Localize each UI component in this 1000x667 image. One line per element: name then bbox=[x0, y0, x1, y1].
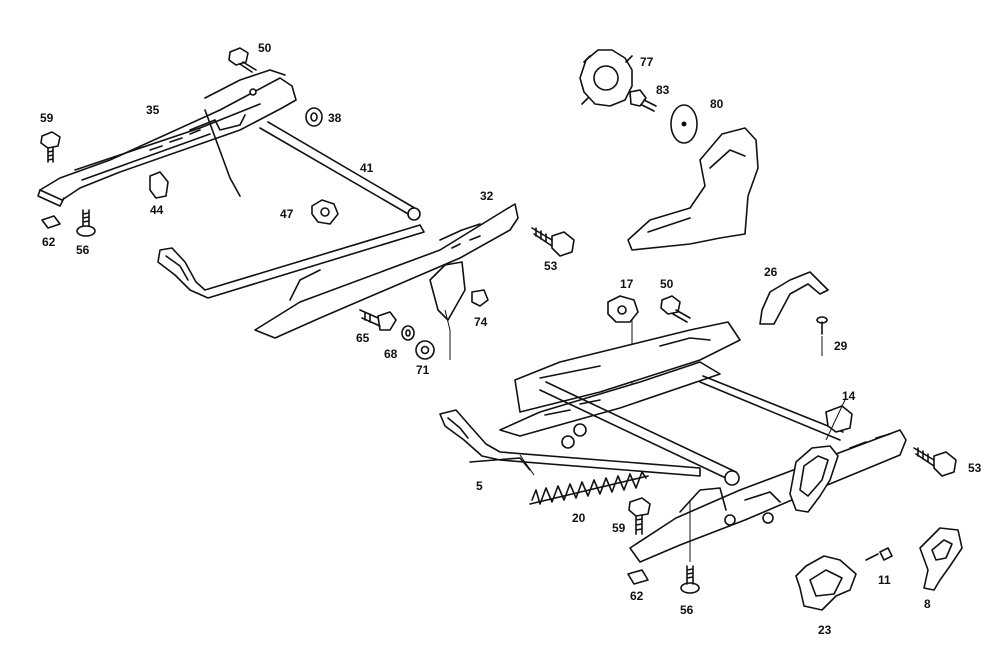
cam-part-17 bbox=[607, 295, 639, 323]
callout-65: 65 bbox=[356, 331, 370, 345]
callout-62: 62 bbox=[42, 235, 56, 249]
bolt-59-right bbox=[628, 497, 651, 535]
lever-knob-8 bbox=[919, 527, 963, 591]
callout-23: 23 bbox=[818, 623, 832, 637]
front-handle-bar bbox=[157, 109, 425, 299]
bolt-65 bbox=[359, 309, 397, 331]
callout-50-right: 50 bbox=[660, 277, 674, 291]
lock-washer-68 bbox=[401, 325, 415, 341]
crossbar-41 bbox=[259, 121, 421, 221]
nut-38 bbox=[305, 107, 323, 127]
right-seat-frame bbox=[499, 321, 741, 449]
callout-labels: 50 35 38 59 41 44 47 62 56 32 53 77 83 8… bbox=[40, 41, 982, 637]
front-handle-right bbox=[439, 409, 701, 477]
callout-47: 47 bbox=[280, 207, 294, 221]
callout-68: 68 bbox=[384, 347, 398, 361]
callout-26: 26 bbox=[764, 265, 778, 279]
bolt-50-right bbox=[660, 295, 691, 323]
handwheel-77 bbox=[579, 49, 637, 107]
callout-56: 56 bbox=[76, 243, 90, 257]
callout-32: 32 bbox=[480, 189, 494, 203]
callout-29: 29 bbox=[834, 339, 848, 353]
left-seat-rail bbox=[37, 69, 297, 207]
callout-8: 8 bbox=[924, 597, 931, 611]
callout-59: 59 bbox=[40, 111, 54, 125]
right-lower-rail-32 bbox=[254, 203, 519, 339]
bolt-53-right bbox=[913, 447, 957, 477]
bolt-50-left bbox=[228, 47, 257, 73]
callout-41: 41 bbox=[360, 161, 374, 175]
clip-nut-62-right bbox=[627, 569, 649, 585]
bolt-56-right bbox=[680, 565, 700, 594]
clip-nut-62-left bbox=[41, 215, 61, 229]
clip-74 bbox=[471, 289, 489, 307]
cam-part-47 bbox=[311, 199, 339, 225]
bolt-56-left bbox=[76, 209, 96, 237]
screw-11 bbox=[865, 547, 893, 561]
star-knob-23 bbox=[795, 555, 857, 611]
bolt-53-left bbox=[531, 227, 575, 257]
callout-80: 80 bbox=[710, 97, 724, 111]
callout-20: 20 bbox=[572, 511, 586, 525]
callout-53: 53 bbox=[544, 259, 558, 273]
cover-panel bbox=[627, 127, 759, 251]
callout-5: 5 bbox=[476, 479, 483, 493]
callout-50: 50 bbox=[258, 41, 272, 55]
callout-44: 44 bbox=[150, 203, 164, 217]
callout-38: 38 bbox=[328, 111, 342, 125]
callout-71: 71 bbox=[416, 363, 430, 377]
callout-59-right: 59 bbox=[612, 521, 626, 535]
bolt-59-left bbox=[40, 131, 61, 163]
callout-11: 11 bbox=[878, 573, 891, 587]
callout-17: 17 bbox=[620, 277, 634, 291]
washer-71 bbox=[415, 340, 435, 360]
right-lower-rail bbox=[629, 429, 907, 563]
callout-56-right: 56 bbox=[680, 603, 694, 617]
callout-53-right: 53 bbox=[968, 461, 982, 475]
spring-20 bbox=[529, 471, 649, 505]
callout-14: 14 bbox=[842, 389, 856, 403]
loop-handle-14 bbox=[789, 445, 839, 513]
cap-14 bbox=[825, 405, 853, 433]
callout-74: 74 bbox=[474, 315, 488, 329]
bracket-26 bbox=[759, 271, 829, 325]
left-latch-part-44 bbox=[149, 171, 169, 199]
callout-62-right: 62 bbox=[630, 589, 644, 603]
bolt-83 bbox=[629, 89, 657, 112]
pin-29 bbox=[816, 316, 828, 356]
crossbar-right bbox=[539, 375, 844, 486]
callout-35: 35 bbox=[146, 103, 160, 117]
disc-80 bbox=[670, 104, 698, 144]
callout-77: 77 bbox=[640, 55, 654, 69]
callout-83: 83 bbox=[656, 83, 670, 97]
